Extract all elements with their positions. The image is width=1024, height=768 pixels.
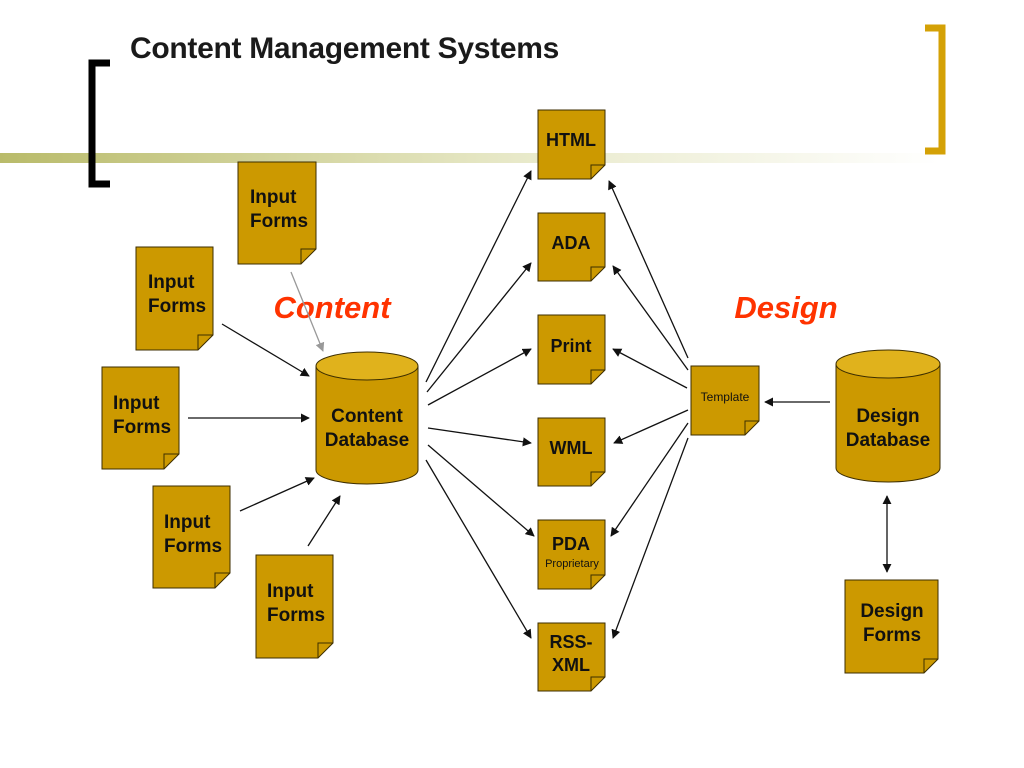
output-rss-xml: RSS- XML [537, 622, 606, 692]
input-forms-1-line2: Forms [250, 211, 308, 232]
output-wml: WML [537, 417, 606, 487]
input-forms-2: Input Forms [135, 246, 214, 351]
arrow-template-to-print [612, 348, 688, 389]
output-wml-label: WML [550, 438, 593, 458]
input-forms-4-line2: Forms [164, 536, 222, 557]
header-bar [0, 153, 940, 163]
arrow-db-to-ada [426, 262, 532, 393]
arrow-input1-to-db [290, 271, 325, 352]
input-forms-3: Input Forms [101, 366, 180, 470]
output-print-label: Print [550, 336, 591, 356]
output-html-label: HTML [546, 130, 596, 150]
output-rss-line2: XML [552, 655, 590, 675]
arrow-db-to-pda [427, 444, 535, 537]
template-label: Template [701, 390, 750, 404]
output-html: HTML [537, 109, 606, 180]
content-database-line2: Database [325, 430, 410, 451]
content-database: Content Database [315, 351, 419, 485]
arrow-db-to-print [427, 348, 532, 406]
template-doc: Template [690, 365, 760, 436]
arrow-template-to-wml [613, 409, 689, 444]
input-forms-1: Input Forms [237, 161, 317, 265]
design-section-label: Design [734, 290, 837, 325]
input-forms-3-line2: Forms [113, 417, 171, 438]
design-database: Design Database [835, 349, 941, 483]
input-forms-2-line2: Forms [148, 296, 206, 317]
output-pda-sub: Proprietary [545, 558, 599, 570]
arrow-input2-to-db [221, 323, 310, 377]
output-ada: ADA [537, 212, 606, 282]
design-database-line1: Design [856, 406, 919, 427]
left-bracket [88, 59, 110, 188]
design-forms-line2: Forms [863, 625, 921, 646]
input-forms-5-line2: Forms [267, 605, 325, 626]
output-ada-label: ADA [552, 233, 591, 253]
output-print: Print [537, 314, 606, 385]
arrow-input4-to-db [239, 477, 315, 512]
content-database-line1: Content [331, 406, 403, 427]
output-pda: PDA Proprietary [537, 519, 606, 590]
input-forms-5: Input Forms [255, 554, 334, 659]
content-section-label: Content [273, 290, 392, 325]
arrow-db-to-html [425, 170, 532, 383]
output-rss-line1: RSS- [549, 632, 592, 652]
arrow-db-to-rss [425, 459, 532, 639]
input-forms-5-line1: Input [267, 581, 314, 602]
right-bracket [925, 24, 946, 155]
design-database-line2: Database [846, 430, 931, 451]
output-pda-label: PDA [552, 534, 590, 554]
page-title: Content Management Systems [130, 32, 559, 65]
input-forms-1-line1: Input [250, 187, 297, 208]
input-forms-4: Input Forms [152, 485, 231, 589]
arrow-db-to-wml [427, 427, 532, 447]
arrow-template-to-ada [612, 265, 689, 371]
design-forms-line1: Design [860, 601, 923, 622]
arrow-template-to-html [608, 180, 689, 359]
input-forms-3-line1: Input [113, 393, 160, 414]
arrow-template-to-pda [610, 422, 689, 537]
input-forms-2-line1: Input [148, 272, 195, 293]
arrow-template-to-rss [611, 437, 689, 639]
input-forms-4-line1: Input [164, 512, 211, 533]
arrow-input5-to-db [307, 495, 341, 547]
design-forms: Design Forms [844, 579, 939, 674]
